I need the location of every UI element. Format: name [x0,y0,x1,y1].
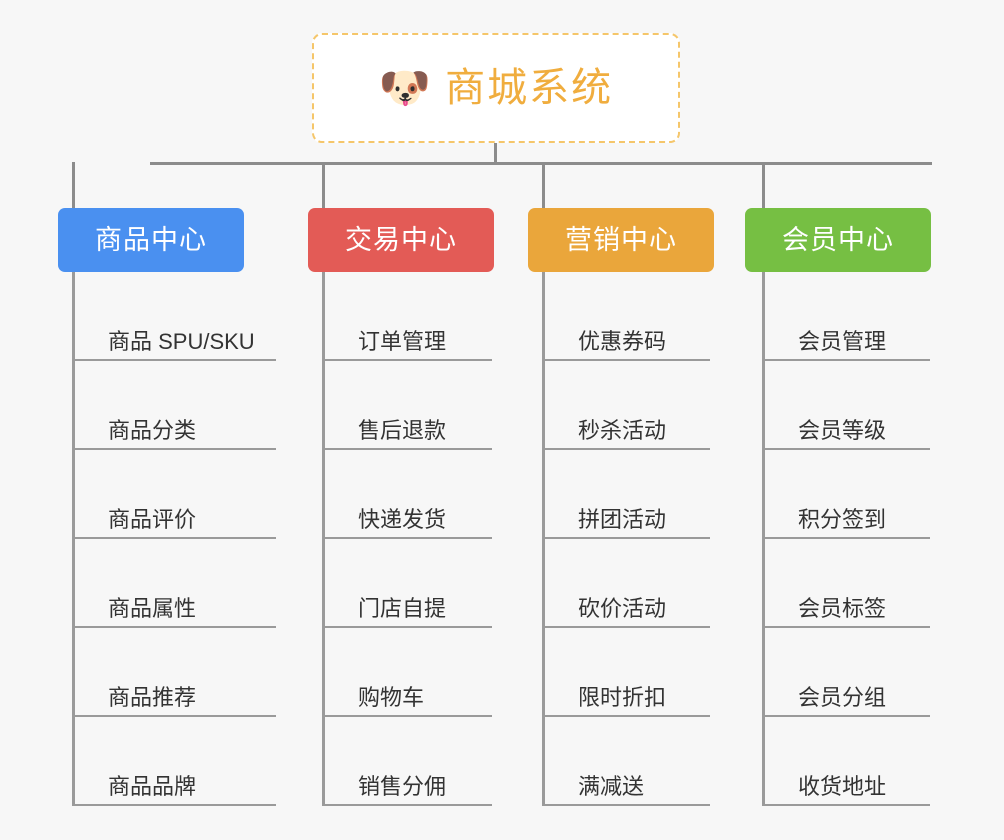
column-spine [762,272,765,806]
leaf-item[interactable]: 优惠券码 [542,272,750,361]
leaf-item-label: 商品分类 [108,418,197,443]
connector-drop-2 [322,162,325,208]
leaf-item-underline [72,626,276,628]
leaf-item[interactable]: 商品分类 [72,361,316,450]
leaf-item[interactable]: 砍价活动 [542,539,750,628]
leaf-item-underline [322,626,492,628]
leaf-item-label: 售后退款 [358,418,447,443]
leaf-item-underline [72,537,276,539]
leaf-item-label: 会员分组 [798,685,887,710]
leaf-item-underline [762,359,930,361]
leaf-item[interactable]: 购物车 [322,628,532,717]
leaf-item-label: 积分签到 [798,507,887,532]
connector-drop-3 [542,162,545,208]
leaf-item-label: 砍价活动 [578,596,667,621]
leaf-item-underline [762,537,930,539]
leaf-item-label: 商品 SPU/SKU [108,329,255,354]
connector-drop-1 [72,162,75,208]
connector-drop-4 [762,162,765,208]
leaf-item[interactable]: 商品推荐 [72,628,316,717]
leaf-item-label: 门店自提 [358,596,447,621]
leaf-item-underline [72,804,276,806]
leaf-item-label: 快递发货 [358,507,447,532]
leaf-item-underline [322,448,492,450]
leaf-item-label: 收货地址 [798,774,887,799]
leaf-item[interactable]: 会员分组 [762,628,970,717]
connector-root-stem [494,143,497,165]
column-spine [542,272,545,806]
branch-column-1: 商品 SPU/SKU 商品分类商品评价商品属性商品推荐商品品牌 [72,272,316,806]
branch-column-3: 优惠券码秒杀活动拼团活动砍价活动限时折扣满减送 [542,272,750,806]
branch-header-label: 会员中心 [782,224,894,255]
leaf-item[interactable]: 秒杀活动 [542,361,750,450]
leaf-item-underline [762,804,930,806]
branch-header-4[interactable]: 会员中心 [745,208,931,272]
column-spine [322,272,325,806]
branch-header-label: 交易中心 [345,224,457,255]
leaf-item-underline [322,804,492,806]
leaf-item-underline [542,715,710,717]
leaf-item-underline [762,626,930,628]
leaf-item[interactable]: 会员等级 [762,361,970,450]
leaf-item-label: 满减送 [578,774,645,799]
leaf-item[interactable]: 售后退款 [322,361,532,450]
branch-column-4: 会员管理会员等级积分签到会员标签会员分组收货地址 [762,272,970,806]
branch-header-label: 营销中心 [565,224,677,255]
leaf-item[interactable]: 拼团活动 [542,450,750,539]
leaf-item[interactable]: 会员管理 [762,272,970,361]
leaf-item-label: 会员标签 [798,596,887,621]
leaf-item-label: 商品品牌 [108,774,197,799]
leaf-item[interactable]: 商品评价 [72,450,316,539]
leaf-item-label: 商品评价 [108,507,197,532]
branch-header-1[interactable]: 商品中心 [58,208,244,272]
leaf-item[interactable]: 商品 SPU/SKU [72,272,316,361]
leaf-item[interactable]: 快递发货 [322,450,532,539]
leaf-item-label: 商品推荐 [108,685,197,710]
branch-header-2[interactable]: 交易中心 [308,208,494,272]
leaf-item-underline [72,359,276,361]
leaf-item-underline [72,448,276,450]
leaf-item[interactable]: 限时折扣 [542,628,750,717]
leaf-item[interactable]: 积分签到 [762,450,970,539]
leaf-item[interactable]: 收货地址 [762,717,970,806]
branch-column-2: 订单管理售后退款快递发货门店自提购物车销售分佣 [322,272,532,806]
leaf-item-underline [762,715,930,717]
leaf-item-label: 限时折扣 [578,685,667,710]
leaf-item-underline [322,537,492,539]
column-spine [72,272,75,806]
leaf-item-label: 会员等级 [798,418,887,443]
leaf-item-label: 拼团活动 [578,507,667,532]
leaf-item-underline [542,626,710,628]
leaf-item-label: 订单管理 [358,329,447,354]
connector-horizontal-bus [150,162,932,165]
leaf-item-underline [322,715,492,717]
leaf-item-underline [72,715,276,717]
leaf-item-label: 购物车 [358,685,425,710]
leaf-item-label: 商品属性 [108,596,197,621]
leaf-item[interactable]: 商品品牌 [72,717,316,806]
leaf-item-underline [542,448,710,450]
leaf-item-underline [542,804,710,806]
leaf-item[interactable]: 满减送 [542,717,750,806]
leaf-item-underline [762,448,930,450]
leaf-item-label: 会员管理 [798,329,887,354]
leaf-item[interactable]: 会员标签 [762,539,970,628]
branch-header-label: 商品中心 [95,224,207,255]
leaf-item-underline [322,359,492,361]
leaf-item-underline [542,359,710,361]
leaf-item[interactable]: 订单管理 [322,272,532,361]
leaf-item-label: 秒杀活动 [578,418,667,443]
branch-header-3[interactable]: 营销中心 [528,208,714,272]
leaf-item-label: 优惠券码 [578,329,667,354]
leaf-item[interactable]: 门店自提 [322,539,532,628]
root-title: 商城系统 [445,66,614,110]
root-node[interactable]: 🐶 商城系统 [312,33,680,143]
leaf-item-label: 销售分佣 [358,774,447,799]
shiba-dog-face-icon: 🐶 [378,64,432,111]
leaf-item-underline [542,537,710,539]
leaf-item[interactable]: 销售分佣 [322,717,532,806]
leaf-item[interactable]: 商品属性 [72,539,316,628]
